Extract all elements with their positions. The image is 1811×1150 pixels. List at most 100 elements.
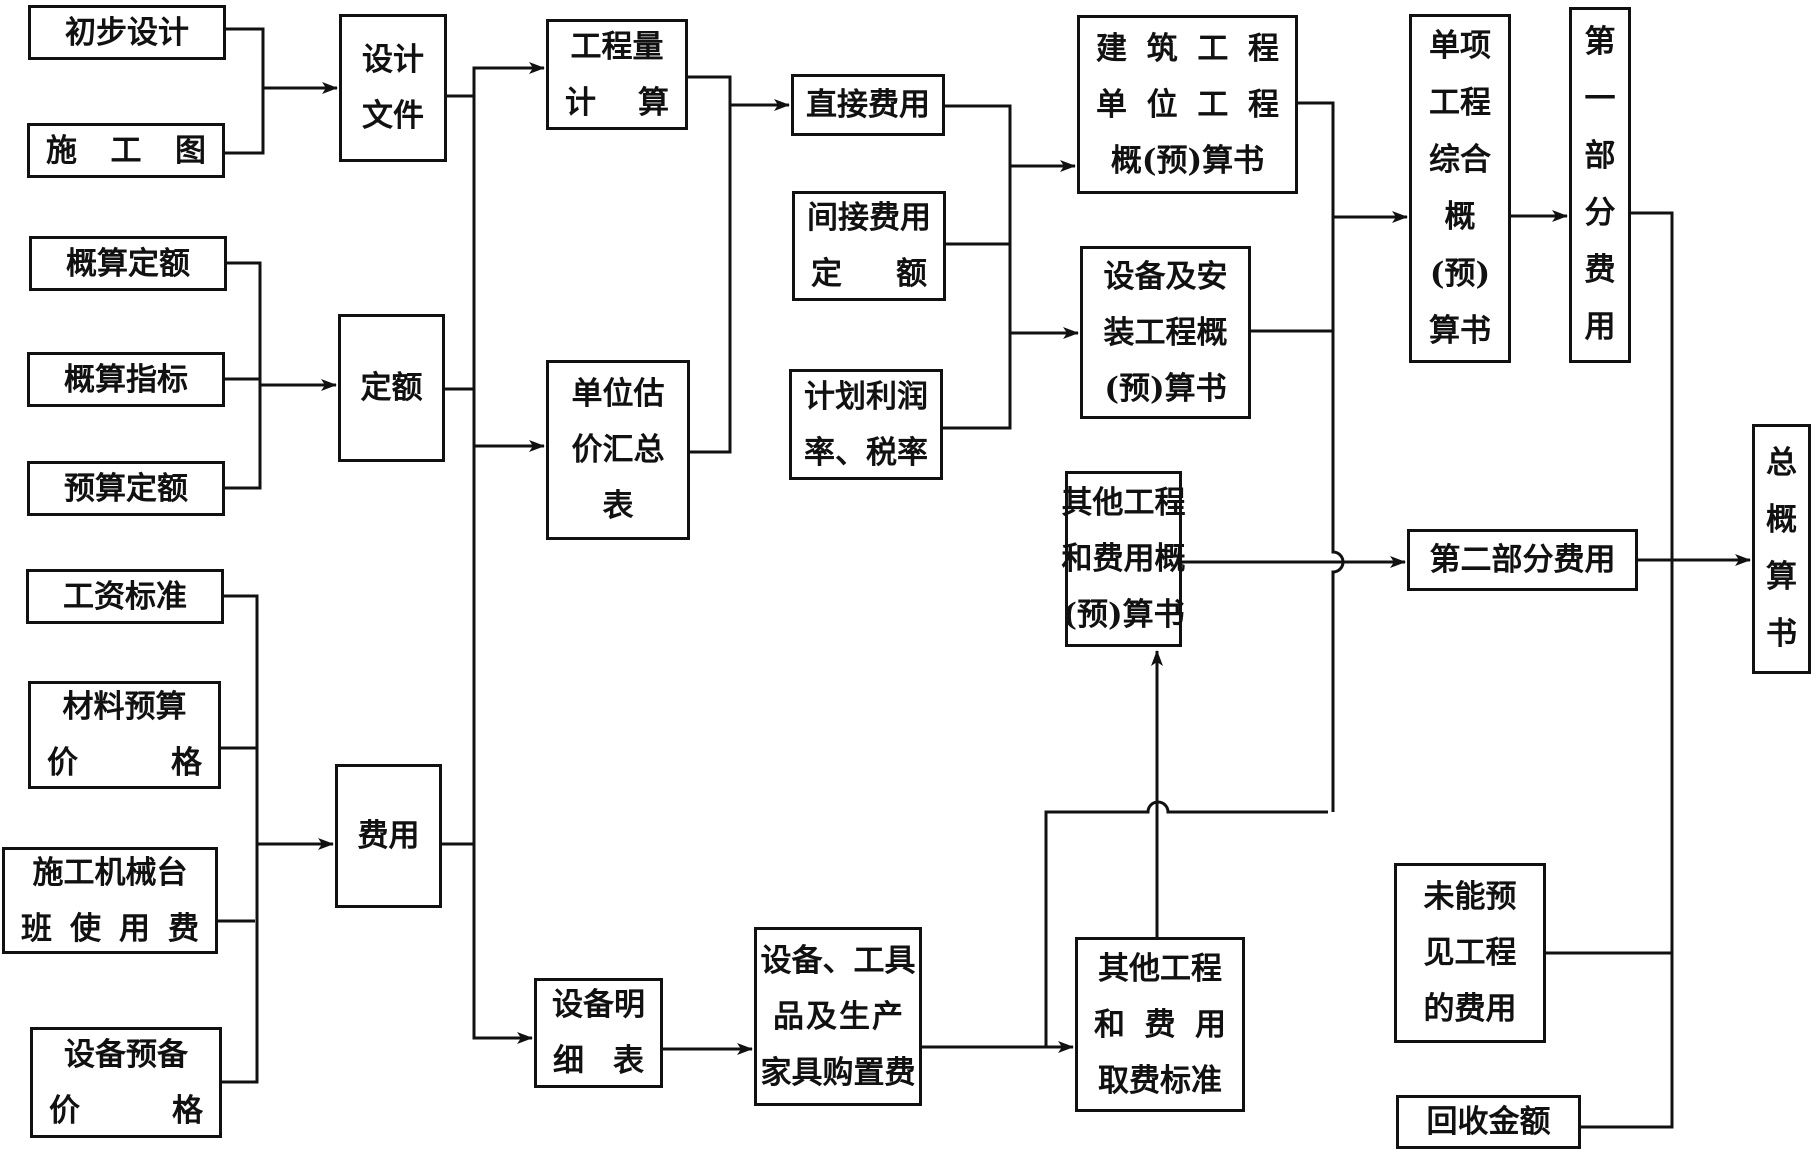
node-zong-gaisuan: 总概算书 [1752,424,1811,674]
node-label-line: 单位工程 [1096,77,1279,133]
node-weineng-yujian: 未能预见工程的费用 [1394,863,1546,1043]
node-label-line: 价汇总 [571,432,665,468]
node-label-line: 直接费用 [806,87,930,123]
node-gaisuan-zhibiao: 概算指标 [27,352,225,407]
node-label-segment: 施 [46,132,77,169]
node-label-segment: 班 [21,910,52,947]
node-label-line: 综合 [1429,141,1491,178]
node-label-line: 概 [1766,502,1797,538]
node-label-line: 价格 [49,1083,203,1139]
node-label-line: 施工图 [46,123,206,179]
node-label-line: 部 [1584,138,1616,174]
node-shigong-tu: 施工图 [27,123,225,178]
node-label-segment: 用 [119,910,150,947]
node-label-line: 设备、工具 [760,942,916,979]
node-anzhuang-gaisuan: 设备及安装工程概 (预)算书 [1080,246,1251,419]
node-label-line: 初步设计 [65,14,189,51]
node-label-line: 工程 [1429,84,1491,121]
node-label-line: 设备及安 [1103,258,1228,295]
node-label-line: 价格 [47,735,202,791]
connector-total-bus [1581,211,1674,1129]
node-label-segment: 费 [168,910,199,947]
node-label-line: 用 [1584,309,1616,345]
node-shebei-jiage: 设备预备价格 [30,1027,222,1138]
node-label-segment: 工 [1197,86,1229,123]
node-label-line: 工程量 [570,28,664,65]
node-label-segment: 定 [811,256,842,292]
node-label-line: 定额 [811,246,927,302]
node-label-segment: 细 [553,1043,584,1079]
node-label-line: 建筑工程 [1096,21,1279,77]
node-label-segment: 生 [839,998,870,1035]
connector-single-project-bus [1298,101,1345,812]
node-label-line: 表 [602,488,634,524]
node-jixie-taiban: 施工机械台班使用费 [2,847,218,954]
node-label-line: 计算 [565,75,669,131]
node-label-line: 见工程 [1423,935,1517,971]
node-cailiao-jiage: 材料预算价格 [28,681,221,789]
connector-quota-inputs [225,261,262,490]
node-label-line: 总 [1766,445,1797,481]
node-label-line: 分 [1584,195,1616,231]
node-label-segment: 建 [1096,30,1127,67]
node-label-segment: 工 [110,132,142,169]
node-label-line: 间接费用 [807,200,931,236]
node-danxiang-zonghe: 单项工程综合概(预)算书 [1409,14,1511,363]
node-label-segment: 价 [49,1092,80,1129]
node-label-line: 和费用概 [1061,541,1186,577]
node-label-line: 其他工程 [1061,485,1186,521]
connector-cost-inputs [222,594,259,1084]
node-label-line: 定额 [360,370,423,406]
node-label-line: 工资标准 [63,578,187,615]
node-label-segment: 价 [47,745,78,781]
node-gongzi-biaozhun: 工资标准 [26,569,224,624]
node-label-segment: 单 [1096,86,1127,123]
node-label-line: 第二部分费用 [1429,542,1616,578]
node-label-line: 预算定额 [64,470,188,507]
node-label-segment: 位 [1146,86,1178,123]
node-gouzhi-fei: 设备、工具品及生产家具购置费 [754,927,922,1106]
node-label-segment: 格 [172,1092,203,1129]
node-qita-gaisuan: 其他工程和费用概 (预)算书 [1061,471,1186,647]
node-danwei-gujia: 单位估价汇总表 [546,360,690,540]
node-label-line: 其他工程 [1098,950,1222,987]
node-label-line: 概算定额 [66,245,190,282]
node-label-segment: 和 [1094,1006,1125,1043]
arrow-to-equipment-list [472,96,533,1044]
node-diyi-bufen: 第一部分费用 [1569,7,1631,363]
node-huishou-jine: 回收金额 [1396,1095,1581,1149]
node-label-segment: 图 [175,132,206,169]
node-shebei-mingxi: 设备明细表 [534,978,663,1088]
node-label-line: 班使用费 [21,901,199,957]
node-label-line: 率、税率 [804,434,928,471]
node-label-line: 概 [1444,198,1476,235]
node-label-line: 未能预 [1423,879,1517,915]
node-label-line: 细表 [553,1033,644,1089]
connector-cost-bus [943,104,1012,430]
node-label-line: 概(预)算书 [1110,142,1265,179]
node-label-line: 和费用 [1094,997,1226,1053]
node-lirun-shuilv: 计划利润率、税率 [789,369,943,480]
node-label-line: 装工程概 [1103,314,1228,351]
node-label-line: 设备明 [552,987,645,1023]
node-dier-bufen: 第二部分费用 [1407,529,1638,591]
node-label-segment: 使 [70,910,101,947]
arrow-to-quantity [447,62,545,98]
node-sheji-wenjian: 设计文件 [339,14,447,162]
node-label-line: 单项 [1429,27,1491,64]
node-label-line: 算 [1766,559,1797,595]
node-label-line: 取费标准 [1098,1062,1222,1099]
node-label-line: 费用 [357,818,420,854]
node-label-line: (预)算书 [1062,597,1185,633]
node-label-segment: 计 [565,84,596,121]
node-label-line: (预)算书 [1104,370,1227,407]
node-label-line: 设备预备 [64,1036,188,1073]
node-label-line: 设计 [362,42,424,78]
node-label-segment: 表 [613,1043,644,1079]
node-label-segment: 筑 [1146,30,1178,67]
connector-design-inputs [225,27,265,155]
node-label-line: 品及生产 [773,989,903,1045]
node-label-line: 费 [1584,252,1616,288]
node-dinge: 定额 [338,314,445,462]
